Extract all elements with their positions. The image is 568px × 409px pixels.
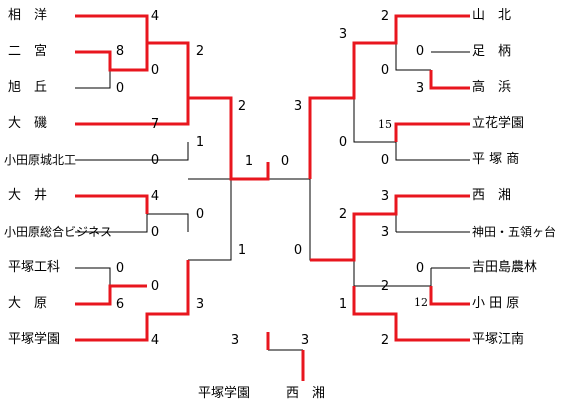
winner-path-yamakita bbox=[308, 14, 470, 179]
score-r1-jinda: 3 bbox=[380, 225, 390, 240]
team-left-4: 大 磯 bbox=[8, 116, 48, 131]
final-score-left: 3 bbox=[230, 333, 240, 348]
winner-path-odawara bbox=[429, 286, 470, 306]
score-r1-oiso: 7 bbox=[150, 117, 160, 132]
team-left-1: 相 洋 bbox=[8, 8, 48, 23]
winner-path-oi bbox=[75, 194, 149, 214]
score-r3-right-bottom: 0 bbox=[293, 243, 303, 258]
score-r1-hiratsukasho: 0 bbox=[380, 153, 390, 168]
team-left-3: 旭 丘 bbox=[8, 80, 48, 95]
winner-path-takahama bbox=[429, 70, 470, 90]
winner-path-oiso bbox=[75, 98, 190, 126]
winner-path-nishisho bbox=[310, 194, 470, 262]
winner-path-sohyo bbox=[75, 14, 270, 181]
score-r1-yamakita-adv: 0 bbox=[380, 63, 390, 78]
team-right-8: 吉田島農林 bbox=[472, 260, 538, 275]
final-team-right: 西 湘 bbox=[286, 386, 326, 401]
score-r1-tachibana: 15 bbox=[378, 118, 392, 131]
line-odawarasogo bbox=[75, 214, 148, 233]
score-r1-ohara: 6 bbox=[115, 297, 125, 312]
score-r3-left-bottom: 1 bbox=[237, 243, 247, 258]
line-asahigaoka bbox=[75, 70, 111, 89]
score-r1-odawara-adv: 2 bbox=[380, 279, 390, 294]
score-sf-left: 1 bbox=[244, 154, 254, 169]
score-r1-hiratsukagakuen: 4 bbox=[150, 333, 160, 348]
score-r1-odawara: 12 bbox=[414, 296, 428, 309]
team-left-9: 大 原 bbox=[8, 296, 48, 311]
team-right-3: 高 浜 bbox=[472, 80, 512, 95]
winner-path-tachibana bbox=[394, 122, 470, 142]
line-oi-r2 bbox=[147, 213, 189, 232]
team-left-5: 小田原城北工 bbox=[4, 153, 77, 167]
team-left-6: 大 井 bbox=[8, 188, 48, 203]
team-left-7: 小田原総合ビジネス bbox=[4, 225, 113, 239]
line-hiratsukasho bbox=[395, 142, 470, 161]
team-right-4: 立花学園 bbox=[472, 116, 525, 131]
winner-path-ohara bbox=[75, 284, 147, 306]
score-r2-tachibana: 0 bbox=[338, 135, 348, 150]
score-r1-ninomiya: 8 bbox=[115, 44, 125, 59]
score-r1-ohara-adv: 0 bbox=[150, 279, 160, 294]
team-left-8: 平塚工科 bbox=[8, 260, 61, 275]
team-left-2: 二 宮 bbox=[8, 44, 48, 59]
team-right-9: 小 田 原 bbox=[472, 296, 520, 311]
score-r2-oi: 0 bbox=[195, 207, 205, 222]
score-r2-hiratsukakonan: 1 bbox=[338, 297, 348, 312]
score-r1-nishisho: 3 bbox=[380, 189, 390, 204]
bracket-lines-red bbox=[75, 14, 470, 381]
line-hiratsukakoka bbox=[75, 267, 111, 286]
score-r1-oi: 4 bbox=[150, 189, 160, 204]
score-r3-right-top: 3 bbox=[293, 99, 303, 114]
team-left-10: 平塚学園 bbox=[8, 332, 61, 347]
score-r1-yoshidajima: 0 bbox=[415, 261, 425, 276]
team-right-10: 平塚江南 bbox=[472, 332, 525, 347]
score-r2-hiratsukagakuen: 3 bbox=[195, 297, 205, 312]
score-r1-odawarasogo: 0 bbox=[150, 225, 160, 240]
line-ashigara-join bbox=[395, 15, 431, 71]
score-r1-odawarajohoku: 0 bbox=[150, 153, 160, 168]
score-r2-nishisho: 2 bbox=[338, 207, 348, 222]
winner-path-ninomiya bbox=[75, 43, 149, 72]
score-r1-hiratsukakoka: 0 bbox=[115, 261, 125, 276]
bracket-lines-black bbox=[75, 15, 470, 351]
score-r1-ninomiya-adv: 0 bbox=[150, 63, 160, 78]
team-right-2: 足 柄 bbox=[472, 44, 512, 59]
score-r1-yamakita: 2 bbox=[380, 9, 390, 24]
score-r1-ashigara: 0 bbox=[415, 44, 425, 59]
winner-path-hiratsukagakuen bbox=[75, 260, 190, 342]
line-left-r3-bottom2 bbox=[188, 232, 232, 261]
score-r2-oiso: 1 bbox=[195, 135, 205, 150]
score-r1-asahigaoka: 0 bbox=[115, 81, 125, 96]
score-r1-sohyo: 4 bbox=[150, 9, 160, 24]
team-right-7: 神田・五領ヶ台 bbox=[472, 225, 557, 239]
score-r1-takahama: 3 bbox=[415, 81, 425, 96]
winner-path-hiratsukakonan bbox=[352, 286, 470, 342]
score-sf-right: 0 bbox=[280, 154, 290, 169]
team-right-6: 西 湘 bbox=[472, 188, 512, 203]
score-r3-left-top: 2 bbox=[237, 99, 247, 114]
line-odawarajohoku bbox=[75, 142, 189, 161]
final-score-right: 3 bbox=[300, 333, 310, 348]
team-right-1: 山 北 bbox=[472, 8, 512, 23]
score-r2-sohyo: 2 bbox=[195, 44, 205, 59]
line-right-r3-lower bbox=[353, 98, 396, 143]
final-team-left: 平塚学園 bbox=[198, 386, 251, 401]
team-right-5: 平 塚 商 bbox=[472, 152, 520, 167]
score-r2-yamakita: 3 bbox=[338, 27, 348, 42]
score-r1-hiratsukakonan: 2 bbox=[380, 333, 390, 348]
